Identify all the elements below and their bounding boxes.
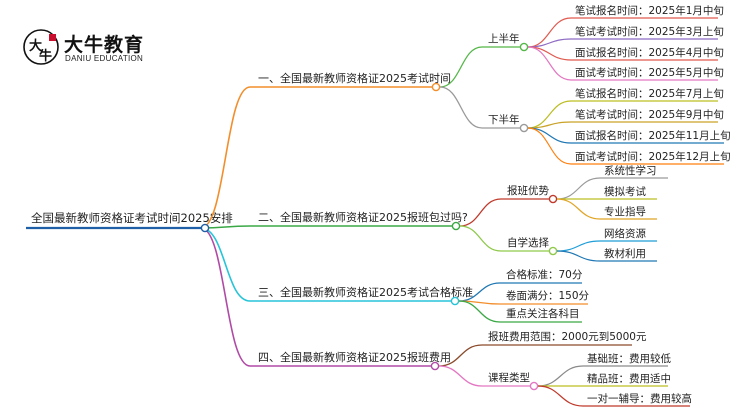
leaf-label: 面试考试时间：2025年12月上旬 <box>575 150 731 163</box>
subtopic-label: 下半年 <box>488 113 520 126</box>
leaf-label: 基础班：费用较低 <box>587 352 671 365</box>
leaf-connector <box>527 46 572 81</box>
leaf-connector <box>537 385 584 407</box>
leaf-connector <box>556 198 601 220</box>
leaf-connector <box>537 365 584 387</box>
brand-subtitle: DANIU EDUCATION <box>65 54 144 63</box>
leaf-connector <box>556 250 601 262</box>
leaf-label: 笔试报名时间：2025年1月中旬 <box>575 4 724 17</box>
branch-node[interactable] <box>430 361 440 371</box>
brand-name: 大牛教育 <box>64 34 145 56</box>
subtopic-node[interactable] <box>548 194 558 204</box>
subtopic-node[interactable] <box>519 123 529 133</box>
leaf-connector <box>556 177 601 200</box>
subtopic-label: 合格标准：70分 <box>506 268 583 281</box>
subtopic-label: 报班优势 <box>507 184 549 197</box>
daniu-logo-icon: 大 牛 <box>23 29 59 65</box>
leaf-connector <box>527 127 572 165</box>
subtopic-connector <box>439 46 483 88</box>
leaf-label: 面试考试时间：2025年5月中旬 <box>575 66 724 79</box>
branch-node[interactable] <box>450 296 460 306</box>
brand-logo: 大 牛 大牛教育 DANIU EDUCATION <box>22 28 144 68</box>
leaf-label: 一对一辅导：费用较高 <box>587 392 692 405</box>
subtopic-node[interactable] <box>529 381 539 391</box>
leaf-connector <box>556 240 601 252</box>
leaf-label: 面试报名时间：2025年4月中旬 <box>575 46 724 59</box>
subtopic-connector <box>439 86 483 129</box>
subtopic-node[interactable] <box>519 42 529 52</box>
subtopic-connector <box>438 344 483 367</box>
leaf-label: 网络资源 <box>604 227 646 240</box>
subtopic-label: 报班费用范围：2000元到5000元 <box>488 330 647 343</box>
branch-connector <box>200 227 251 367</box>
branch-node[interactable] <box>431 82 441 92</box>
subtopic-connector <box>459 198 502 227</box>
subtopic-connector <box>458 300 501 323</box>
leaf-label: 系统性学习 <box>604 164 657 177</box>
subtopic-connector <box>459 225 502 252</box>
leaf-label: 教材利用 <box>604 247 646 260</box>
leaf-label: 笔试考试时间：2025年9月中旬 <box>575 108 724 121</box>
subtopic-node[interactable] <box>548 246 558 256</box>
branch-topic-2: 二、全国最新教师资格证2025报班包过吗? <box>258 210 468 224</box>
leaf-label: 模拟考试 <box>604 185 646 198</box>
root-node[interactable] <box>200 223 210 233</box>
subtopic-label: 卷面满分：150分 <box>506 289 590 302</box>
leaf-connector <box>527 100 572 129</box>
leaf-label: 面试报名时间：2025年11月上旬 <box>575 129 731 142</box>
subtopic-connector <box>438 365 483 387</box>
subtopic-label: 自学选择 <box>507 236 549 249</box>
branch-connector <box>200 227 251 302</box>
branch-node[interactable] <box>451 221 461 231</box>
subtopic-label: 课程类型 <box>488 371 530 384</box>
subtopic-label: 上半年 <box>488 32 520 45</box>
leaf-connector <box>527 46 572 61</box>
leaf-label: 精品班：费用适中 <box>587 372 671 385</box>
leaf-connector <box>527 127 572 144</box>
leaf-label: 笔试报名时间：2025年7月上旬 <box>575 87 724 100</box>
branch-topic-4: 四、全国最新教师资格证2025报班费用 <box>258 350 451 364</box>
root-topic: 全国最新教师资格证考试时间2025安排 <box>31 211 233 225</box>
leaf-label: 笔试考试时间：2025年3月上旬 <box>575 25 724 38</box>
svg-text:牛: 牛 <box>39 48 52 64</box>
branch-connector <box>200 86 251 229</box>
branch-topic-3: 三、全国最新教师资格证2025考试合格标准 <box>258 285 473 299</box>
svg-text:大: 大 <box>29 38 42 54</box>
subtopic-label: 重点关注各科目 <box>506 307 580 320</box>
branch-topic-1: 一、全国最新教师资格证2025考试时间 <box>258 71 451 85</box>
leaf-label: 专业指导 <box>604 205 646 218</box>
